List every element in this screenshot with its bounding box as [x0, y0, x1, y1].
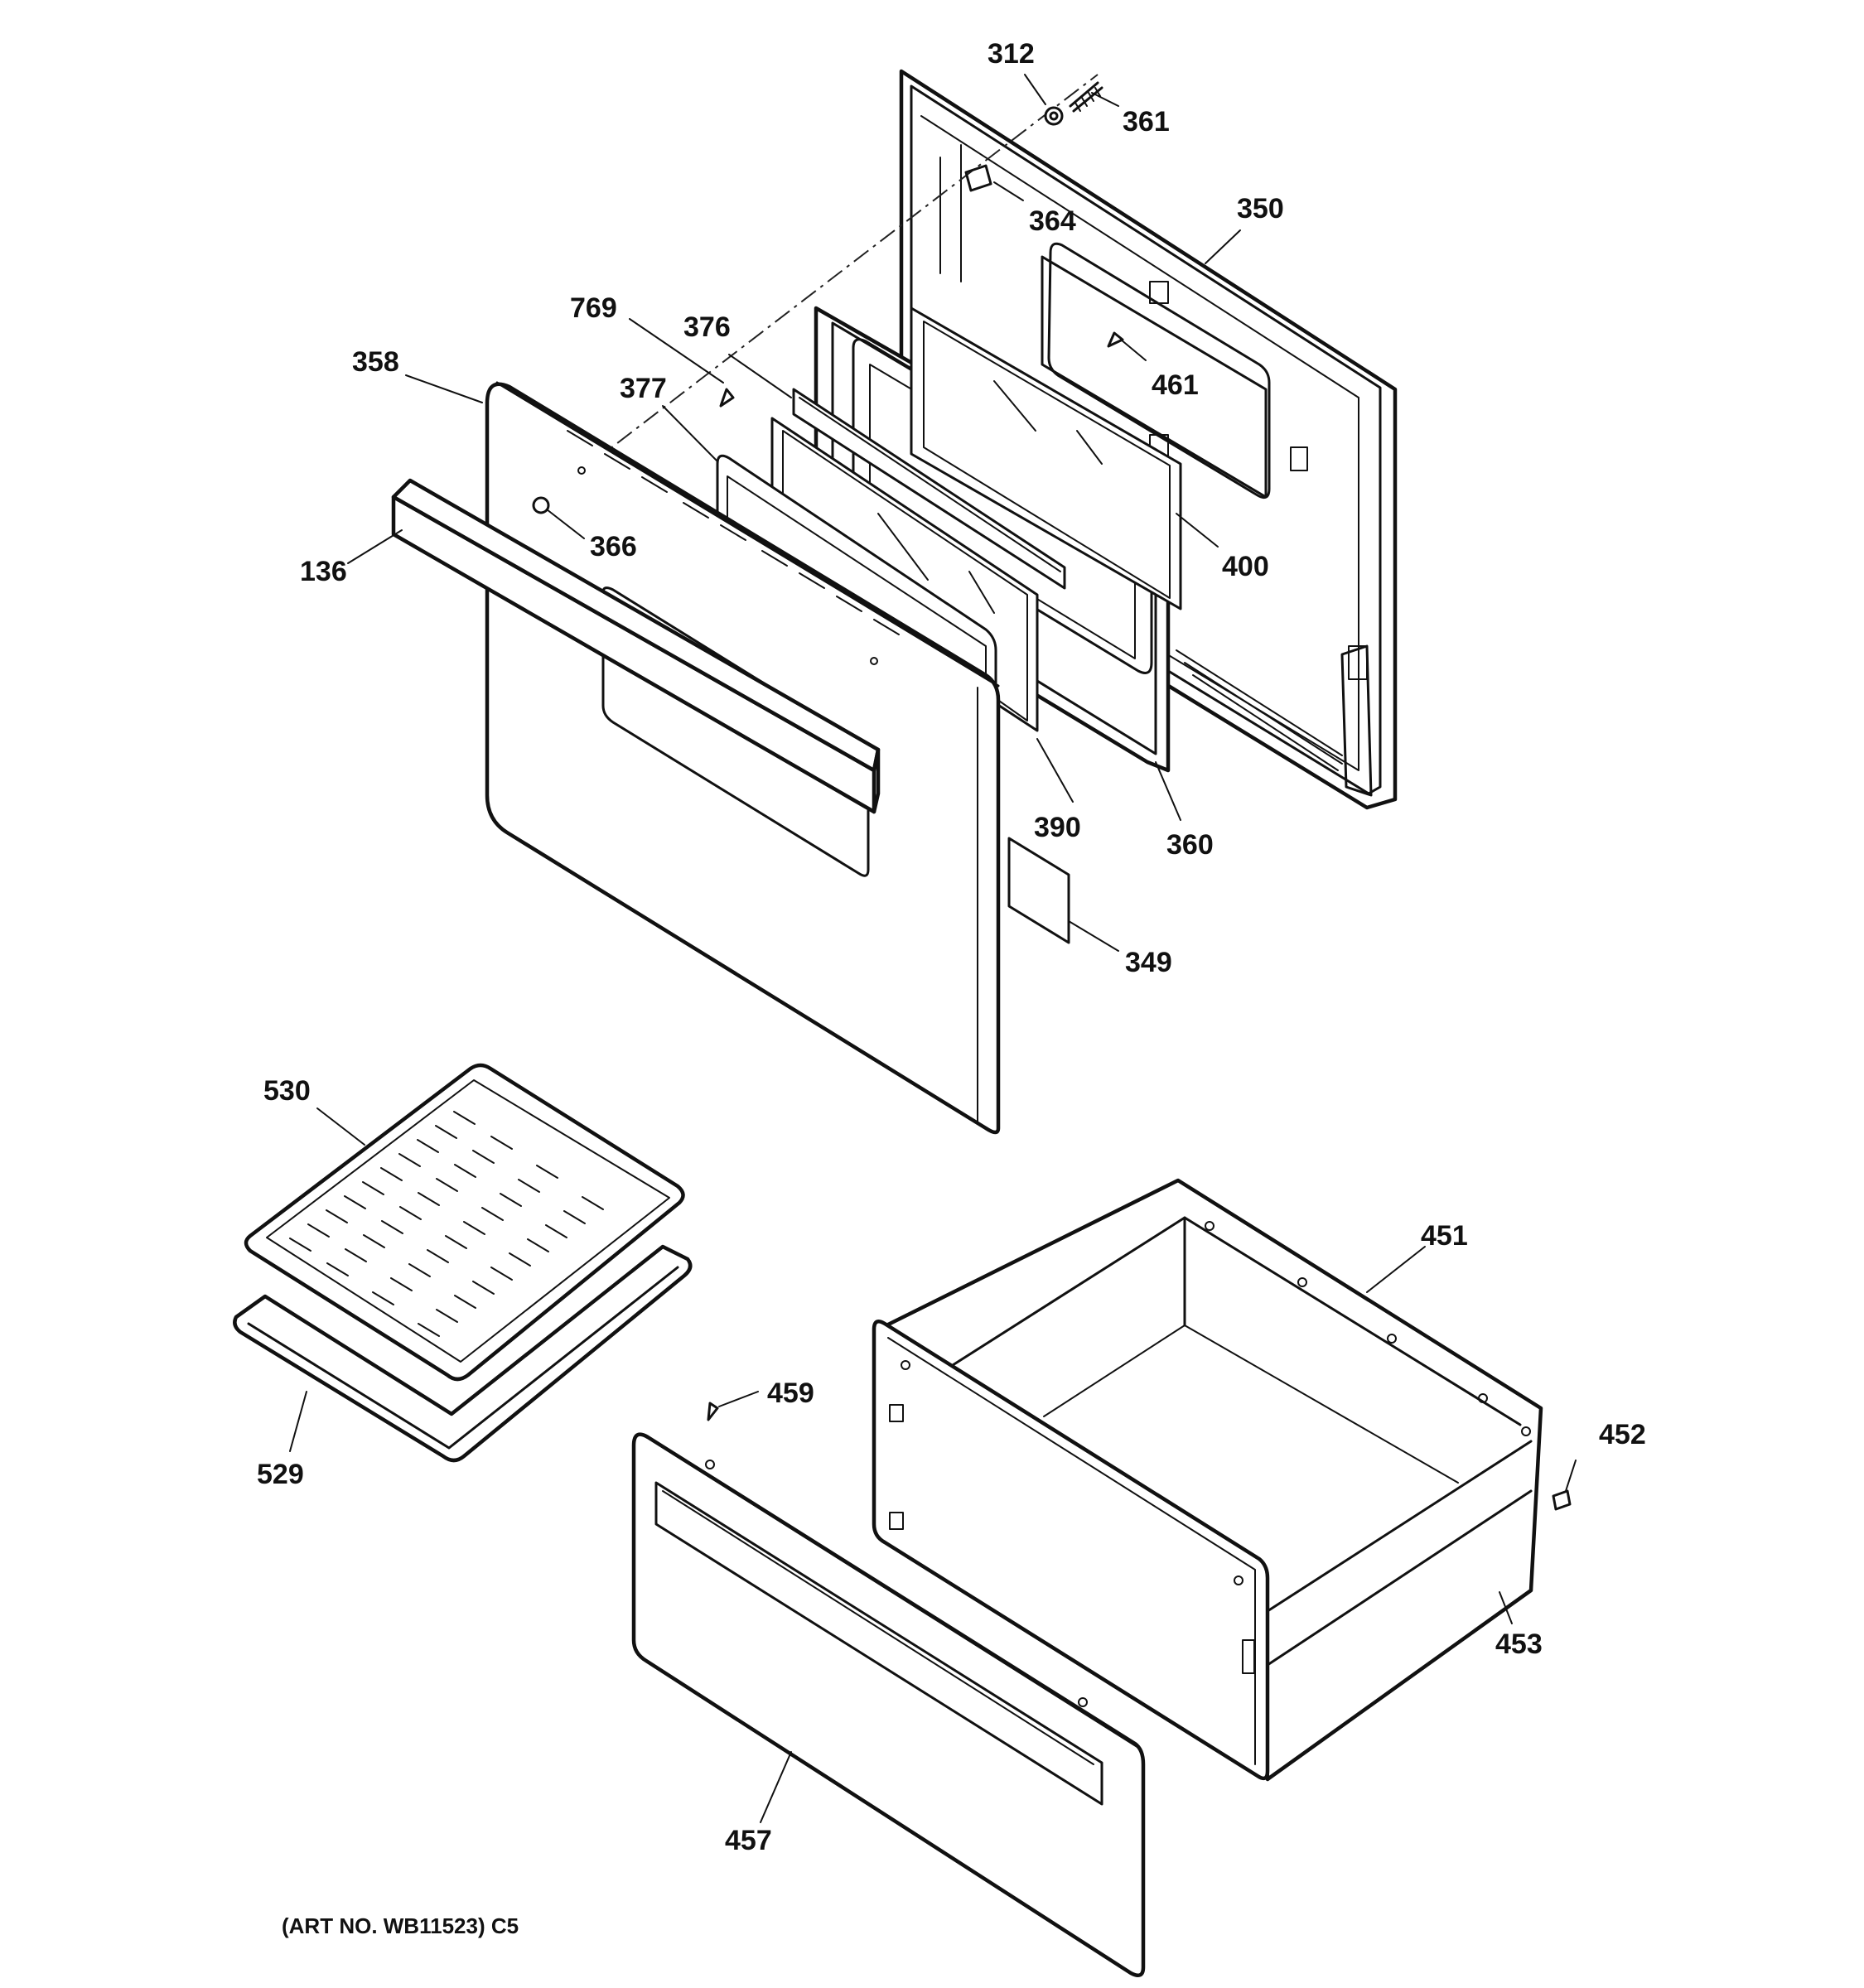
label-457: 457: [725, 1825, 772, 1856]
label-390: 390: [1034, 812, 1081, 843]
label-364: 364: [1029, 205, 1076, 237]
label-strip-349: [1007, 837, 1070, 944]
label-453: 453: [1495, 1629, 1543, 1660]
label-769: 769: [570, 292, 617, 324]
label-530: 530: [263, 1075, 311, 1107]
grid-slots: [289, 1111, 604, 1337]
label-376: 376: [683, 311, 731, 343]
label-350: 350: [1237, 193, 1284, 224]
label-459: 459: [767, 1378, 814, 1409]
inner-glass-400: [910, 306, 1182, 610]
label-136: 136: [300, 556, 347, 587]
label-377: 377: [620, 373, 667, 404]
door-handle-136: [391, 478, 881, 814]
label-461: 461: [1152, 369, 1199, 401]
label-400: 400: [1222, 551, 1269, 582]
label-529: 529: [257, 1459, 304, 1490]
label-360: 360: [1166, 829, 1214, 861]
glass-bracket-376: [792, 388, 1066, 590]
label-366: 366: [590, 531, 637, 562]
label-312: 312: [988, 38, 1035, 70]
label-452: 452: [1599, 1419, 1646, 1450]
art-number-caption: (ART NO. WB11523) C5: [282, 1913, 519, 1938]
broiler-pan-529: [233, 1244, 693, 1463]
leader-lines: [289, 74, 1577, 1823]
label-361: 361: [1123, 106, 1170, 138]
door-vent-slots: [567, 430, 900, 635]
broiler-grid-530: [244, 1063, 685, 1382]
door-front-358: [485, 381, 1001, 1135]
label-358: 358: [352, 346, 399, 378]
drawer-panel-457: [631, 1432, 1146, 1978]
label-451: 451: [1421, 1220, 1468, 1252]
label-349: 349: [1125, 947, 1172, 978]
assembly-centerline: [538, 74, 1099, 504]
drawer-box-451: [872, 1178, 1543, 1782]
